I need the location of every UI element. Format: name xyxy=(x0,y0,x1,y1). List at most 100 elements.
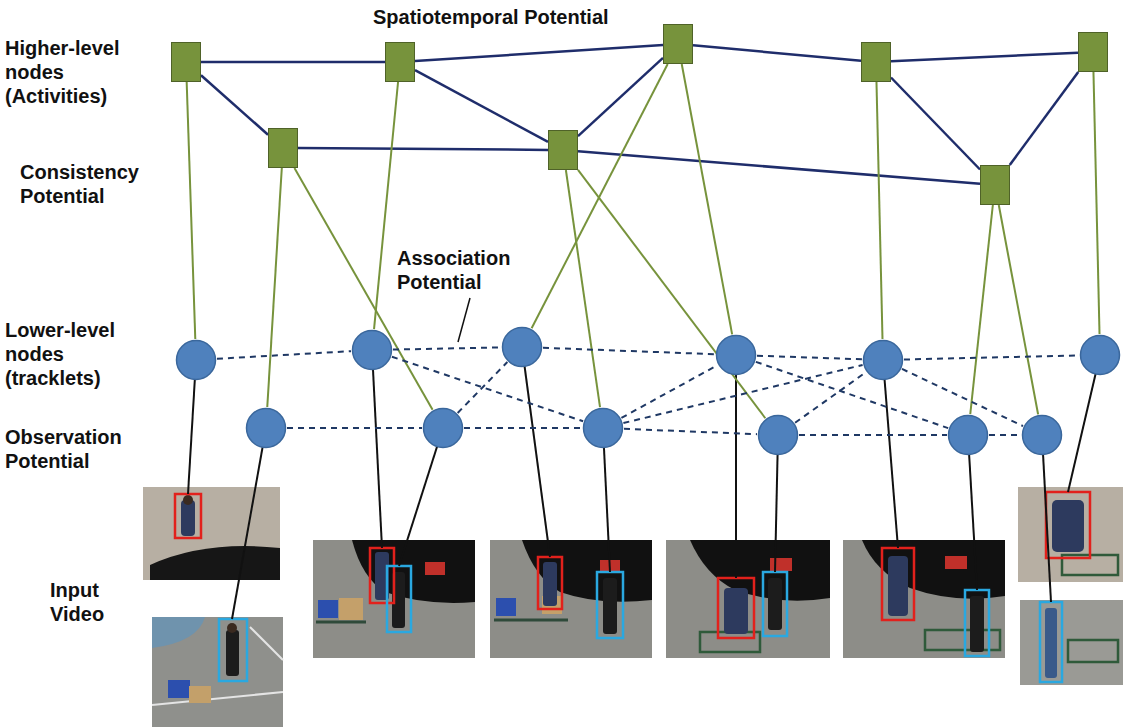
tracklet-node xyxy=(862,339,904,381)
tracklet-circle xyxy=(757,414,799,456)
person-head xyxy=(183,495,193,505)
person-shape xyxy=(724,588,748,634)
spatiotemporal-edge xyxy=(891,78,980,170)
cart-frame xyxy=(494,619,568,622)
association-edge xyxy=(392,357,583,422)
person-shape xyxy=(1045,608,1057,678)
activity-node xyxy=(171,42,201,82)
blue-track-box xyxy=(763,572,787,636)
video-frame xyxy=(666,540,830,658)
tracklet-node xyxy=(715,334,757,376)
blue-track-box xyxy=(387,566,411,632)
association-edge xyxy=(799,434,947,436)
tracklet-circle xyxy=(582,407,624,449)
observation-line xyxy=(735,355,737,578)
leader-line xyxy=(458,298,470,342)
tracklet-node xyxy=(245,407,287,449)
tracklet-circle-shape xyxy=(247,409,286,448)
tracklet-node xyxy=(422,407,464,449)
tracklet-node xyxy=(175,339,217,381)
observation-line xyxy=(775,435,778,572)
blue-track-box xyxy=(965,590,989,656)
tracklet-circle xyxy=(175,339,217,381)
person-shape xyxy=(768,578,782,630)
activity-node xyxy=(268,128,298,168)
cardboard-box xyxy=(339,598,363,620)
person-shape xyxy=(543,562,557,606)
blue-crate xyxy=(496,598,516,616)
association-edge xyxy=(989,434,1021,436)
tracklet-circle-shape xyxy=(584,409,623,448)
consistency-edge xyxy=(578,170,765,418)
tracklet-circle xyxy=(1079,334,1121,376)
consistency-edge xyxy=(566,170,600,407)
label-box: Higher-level nodes (Activities) xyxy=(5,36,145,108)
association-edge xyxy=(904,355,1079,359)
blue-track-box xyxy=(597,572,623,638)
red-track-box xyxy=(538,557,562,609)
observation-line xyxy=(372,350,382,548)
red-track-box xyxy=(370,548,394,603)
tracklet-circle-shape xyxy=(177,341,216,380)
observation-line xyxy=(232,428,266,619)
tracklet-node xyxy=(947,414,989,456)
activity-node xyxy=(385,42,415,82)
person-shape xyxy=(226,630,239,676)
person-shape xyxy=(970,596,984,652)
video-frame xyxy=(152,617,283,727)
activity-node xyxy=(1078,32,1108,72)
video-frame xyxy=(843,540,1005,658)
spatiotemporal-edge xyxy=(298,148,548,150)
person-shape xyxy=(1052,500,1084,552)
red-track-box xyxy=(175,494,201,538)
association-edge xyxy=(624,429,757,434)
consistency-edge xyxy=(267,168,282,407)
observation-line xyxy=(1042,435,1051,602)
association-edge xyxy=(217,351,351,359)
observation-line xyxy=(883,360,898,548)
car-shape xyxy=(152,617,205,648)
spatiotemporal-edge xyxy=(201,75,268,134)
tracklet-circle-shape xyxy=(424,409,463,448)
consistency-edge xyxy=(682,64,732,334)
blue-crate xyxy=(318,600,338,618)
tracklet-node xyxy=(757,414,799,456)
spatiotemporal-edge xyxy=(1010,72,1079,165)
association-edge xyxy=(393,347,501,349)
tracklet-circle-shape xyxy=(1023,416,1062,455)
blue-track-box xyxy=(1040,602,1062,682)
person-shape xyxy=(603,578,617,634)
spatiotemporal-edge xyxy=(693,45,861,60)
spatiotemporal-edge xyxy=(415,45,663,61)
observation-line xyxy=(968,435,977,590)
association-edge xyxy=(464,427,582,429)
tracklet-circle-shape xyxy=(949,416,988,455)
tracklet-circle xyxy=(245,407,287,449)
tracklet-circle xyxy=(947,414,989,456)
consistency-edge xyxy=(970,205,993,414)
diagram-label: Higher-level nodes (Activities) xyxy=(5,36,145,108)
tracklet-circle-shape xyxy=(759,416,798,455)
consistency-edge xyxy=(374,82,398,329)
diagram-label: Spatiotemporal Potential xyxy=(373,5,609,29)
diagram-label: Association Potential xyxy=(397,246,537,294)
car-shape xyxy=(522,540,652,602)
activity-node xyxy=(861,42,891,82)
observation-line xyxy=(603,428,610,572)
tracklet-circle-shape xyxy=(1081,336,1120,375)
red-track-box xyxy=(1046,492,1090,558)
parking-line xyxy=(250,627,283,660)
tracklet-circle-shape xyxy=(864,341,903,380)
tracklet-node xyxy=(1079,334,1121,376)
blue-crate xyxy=(168,680,190,698)
association-edge xyxy=(621,365,717,418)
observation-line xyxy=(399,428,443,566)
label-box: Association Potential xyxy=(397,246,537,294)
diagram-label: Input Video xyxy=(50,578,125,626)
video-frame xyxy=(490,540,652,658)
activity-node xyxy=(548,130,578,170)
spatiotemporal-edge xyxy=(415,70,548,142)
spatiotemporal-edge xyxy=(891,53,1078,62)
